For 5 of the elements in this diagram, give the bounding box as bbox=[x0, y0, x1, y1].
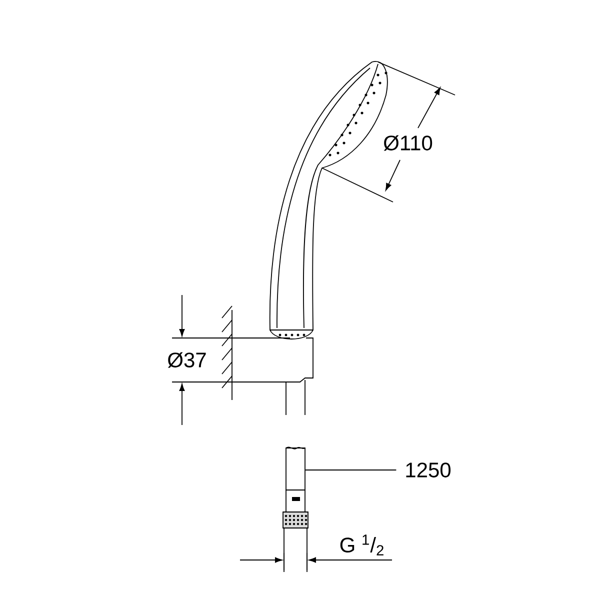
dimension-text: Ø37 bbox=[166, 351, 208, 369]
dimension-text: 1250 bbox=[406, 462, 451, 478]
dimension-text: Ø110 bbox=[382, 134, 434, 152]
hose-segment bbox=[286, 448, 306, 490]
thread-size-text: G $^{1}$/$_{2}$ bbox=[338, 534, 386, 556]
